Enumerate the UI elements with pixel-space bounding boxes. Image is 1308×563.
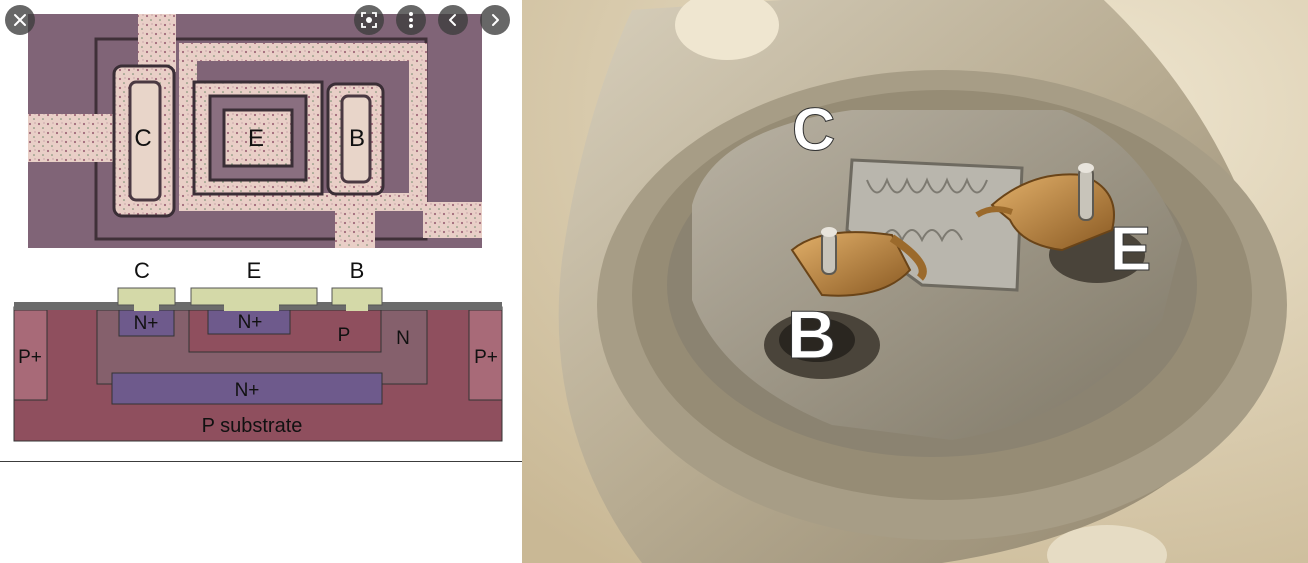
photo-label-b: B [787, 297, 836, 373]
emitter-contact [190, 287, 318, 311]
base-contact [331, 287, 383, 311]
n-plus-buried-region [111, 372, 383, 405]
micrograph-label-b: B [349, 125, 365, 152]
photo-label-c: C [792, 96, 835, 163]
terminal-label-c: C [134, 258, 150, 283]
region-label-n-plus-collector: N+ [134, 313, 159, 334]
visual-search-icon [361, 12, 377, 28]
chevron-left-icon [449, 14, 456, 26]
close-icon [14, 14, 26, 26]
region-label-n-plus-buried: N+ [235, 380, 260, 401]
more-options-icon [409, 12, 413, 28]
collector-contact [117, 287, 176, 311]
region-label-n-well: N [396, 328, 410, 349]
transistor-cross-section: C E B P+ P+ N+ [13, 258, 503, 442]
photo-label-e: E [1110, 215, 1151, 284]
region-label-p-plus-left: P+ [18, 347, 42, 368]
left-result-panel: C E B C E B [0, 0, 522, 563]
close-button[interactable] [5, 5, 35, 35]
p-plus-right-region [468, 309, 503, 401]
micrograph-label-e: E [248, 125, 264, 152]
region-label-p-base: P [338, 325, 351, 346]
region-label-substrate: P substrate [202, 415, 303, 437]
terminal-label-e: E [247, 258, 262, 283]
chevron-right-icon [492, 14, 499, 26]
die-micrograph: C E B [28, 14, 482, 248]
terminal-label-b: B [350, 258, 365, 283]
n-plus-emitter-region [207, 309, 291, 335]
previous-button[interactable] [438, 5, 468, 35]
n-plus-collector-region [118, 309, 175, 337]
region-label-n-plus-emitter: N+ [238, 312, 263, 333]
region-label-p-plus-right: P+ [474, 347, 498, 368]
more-options-button[interactable] [396, 5, 426, 35]
next-button[interactable] [480, 5, 510, 35]
visual-search-button[interactable] [354, 5, 384, 35]
micrograph-label-c: C [134, 125, 151, 152]
transistor-package-photo: C B E [522, 0, 1308, 563]
panel-divider [0, 461, 522, 462]
